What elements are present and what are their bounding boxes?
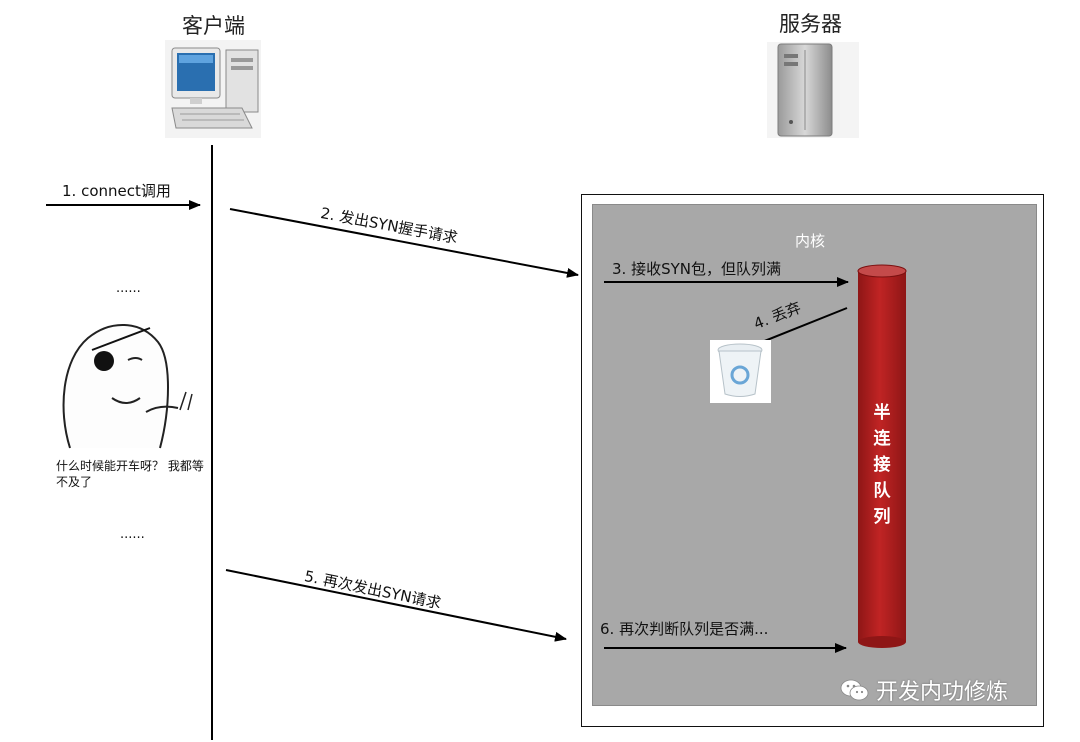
watermark: 开发内功修炼: [840, 674, 1008, 708]
kernel-label: 内核: [795, 232, 826, 250]
recycle-bin-icon: [710, 340, 771, 403]
step-1-label: 1. connect调用: [62, 182, 171, 200]
queue-label-char: 半: [873, 403, 891, 423]
half-connection-queue: [857, 264, 907, 648]
kernel-box: [592, 204, 1037, 706]
queue-label-char: 队: [873, 481, 891, 501]
server-tower-icon: [767, 42, 859, 138]
server-title: 服务器: [779, 12, 842, 36]
meme-sticker-image: [52, 322, 200, 454]
queue-label-char: 列: [873, 507, 891, 527]
ellipsis-bottom: ......: [120, 527, 145, 542]
queue-label-char: 连: [873, 429, 891, 449]
wechat-icon: [840, 678, 870, 708]
queue-label-char: 接: [873, 455, 891, 475]
step-3-label: 3. 接收SYN包，但队列满: [612, 260, 781, 278]
client-computer-icon: [165, 40, 261, 138]
step-5-arrow: [225, 569, 567, 642]
watermark-text: 开发内功修炼: [876, 680, 1009, 705]
ellipsis-top: ......: [116, 281, 141, 296]
step-6-label: 6. 再次判断队列是否满...: [600, 620, 769, 638]
client-title: 客户端: [182, 14, 245, 38]
queue-label: 半 连 接 队 列: [858, 400, 906, 530]
meme-caption: 什么时候能开车呀？ 我都等不及了: [56, 459, 204, 489]
step-2-arrow: [229, 208, 579, 278]
